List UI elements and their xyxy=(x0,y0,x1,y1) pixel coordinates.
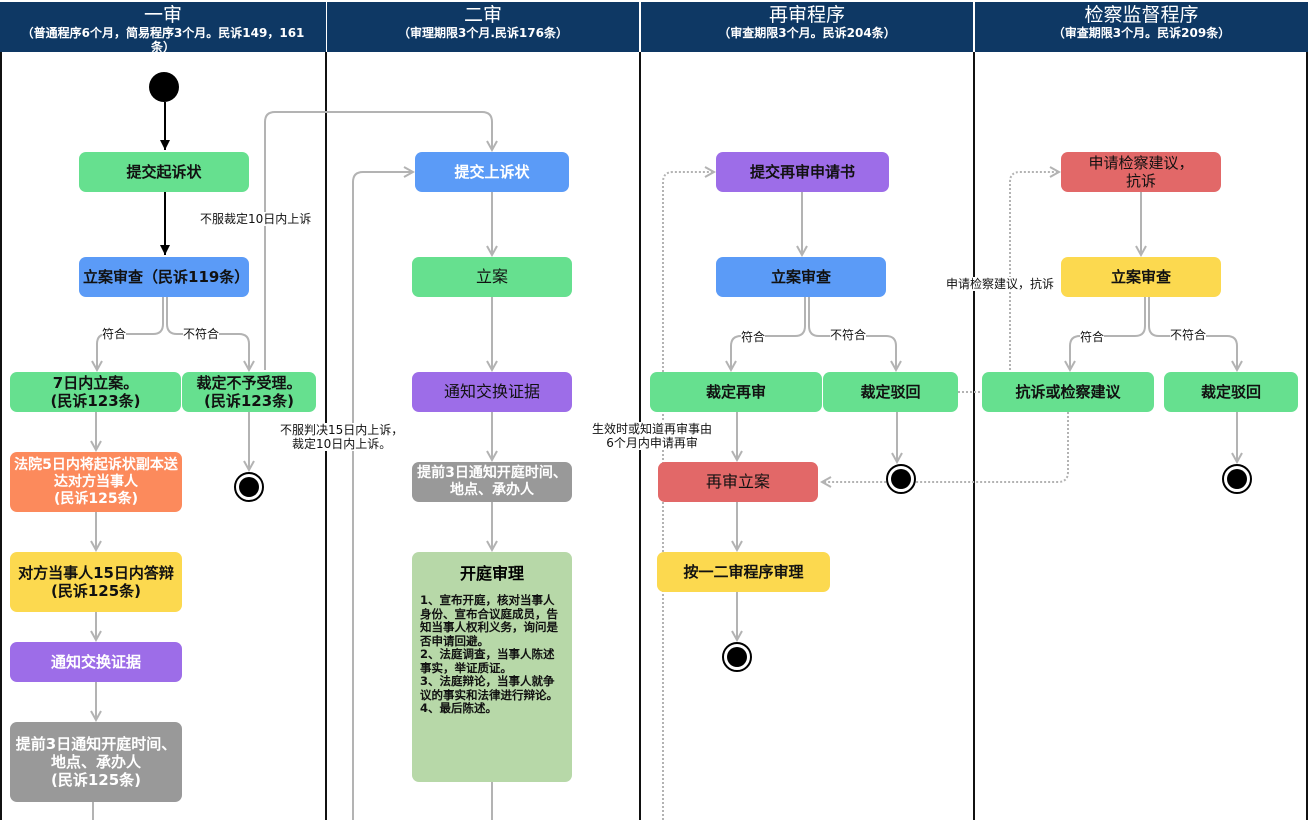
lane-header-second-instance: 二审 （审理期限3个月.民诉176条） xyxy=(327,2,639,52)
case-review-node: 立案审查（民诉119条） xyxy=(79,257,249,297)
reject-filing-node: 裁定不予受理。 (民诉123条) xyxy=(182,372,316,412)
lane-divider xyxy=(0,52,2,820)
apply-procuratorate-node: 申请检察建议， 抗诉 xyxy=(1061,152,1221,192)
lane-divider xyxy=(973,52,975,820)
rule-retrial-node: 裁定再审 xyxy=(650,372,822,412)
defense-15-days-node: 对方当事人15日内答辩 (民诉125条) xyxy=(10,552,182,612)
end-node xyxy=(1222,464,1252,494)
hearing-notice-node: 提前3日通知开庭时间、地点、承办人 xyxy=(412,462,572,502)
submit-retrial-application-node: 提交再审申请书 xyxy=(716,152,889,192)
rule-dismiss-node: 裁定驳回 xyxy=(1164,372,1298,412)
submit-appeal-node: 提交上诉状 xyxy=(415,152,569,192)
lane-divider xyxy=(1306,52,1308,820)
lane-subtitle: （审理期限3个月.民诉176条） xyxy=(398,26,568,40)
lane-title: 二审 xyxy=(463,4,502,26)
hearing-notice-node: 提前3日通知开庭时间、地点、承办人 (民诉125条) xyxy=(10,722,182,802)
lane-subtitle: （审查期限3个月。民诉204条） xyxy=(718,26,896,40)
exchange-evidence-node: 通知交换证据 xyxy=(412,372,572,412)
procuratorate-review-node: 立案审查 xyxy=(1061,257,1221,297)
court-hearing-title: 开庭审理 xyxy=(459,564,524,583)
submit-complaint-node: 提交起诉状 xyxy=(79,152,249,192)
rule-dismiss-node: 裁定驳回 xyxy=(823,372,958,412)
lane-title: 一审 xyxy=(143,4,182,26)
serve-complaint-node: 法院5日内将起诉状副本送达对方当事人 (民诉125条) xyxy=(10,452,182,512)
first-second-instance-procedure-node: 按一二审程序审理 xyxy=(657,552,830,592)
court-hearing-node: 开庭审理 1、宣布开庭，核对当事人身份、宣布合议庭成员，告知当事人权利义务，询问… xyxy=(412,552,572,782)
file-appeal-node: 立案 xyxy=(412,257,572,297)
lane-header-procuratorate: 检察监督程序 （审查期限3个月。民诉209条） xyxy=(975,2,1308,52)
lane-subtitle: （审查期限3个月。民诉209条） xyxy=(1052,26,1231,40)
retrial-filed-node: 再审立案 xyxy=(658,462,818,502)
court-hearing-steps: 1、宣布开庭，核对当事人身份、宣布合议庭成员，告知当事人权利义务，询问是否申请回… xyxy=(420,593,558,715)
edge-label-retrial-deadline: 生效时或知道再审事由 6个月内申请再审 xyxy=(592,422,713,450)
edge-label-not-meets: 不符合 xyxy=(830,328,867,342)
file-within-7-days-node: 7日内立案。 (民诉123条) xyxy=(10,372,181,412)
edge-label-procuratorate: 申请检察建议，抗诉 xyxy=(946,277,1055,291)
protest-or-suggestion-node: 抗诉或检察建议 xyxy=(982,372,1154,412)
retrial-review-node: 立案审查 xyxy=(716,257,886,297)
edge-label-not-meets: 不符合 xyxy=(1170,328,1207,342)
edge-label-appeal-judgment: 不服判决15日内上诉， 裁定10日内上诉。 xyxy=(280,423,404,451)
lane-title: 检察监督程序 xyxy=(1084,4,1199,26)
start-node xyxy=(149,72,179,102)
lane-header-retrial: 再审程序 （审查期限3个月。民诉204条） xyxy=(641,2,973,52)
end-node xyxy=(886,464,916,494)
exchange-evidence-node: 通知交换证据 xyxy=(10,642,182,682)
edge-label-appeal-ruling: 不服裁定10日内上诉 xyxy=(200,212,312,226)
end-node xyxy=(722,642,752,672)
edge-label-meets: 符合 xyxy=(1080,330,1105,344)
lane-subtitle: （普通程序6个月，简易程序3个月。民诉149，161条） xyxy=(21,26,305,54)
edge-label-not-meets: 不符合 xyxy=(183,327,220,341)
lane-header-first-instance: 一审 （普通程序6个月，简易程序3个月。民诉149，161条） xyxy=(0,2,326,54)
lane-title: 再审程序 xyxy=(768,4,845,26)
end-node xyxy=(234,472,264,502)
edge-label-meets: 符合 xyxy=(741,330,766,344)
edge-label-meets: 符合 xyxy=(102,327,127,341)
